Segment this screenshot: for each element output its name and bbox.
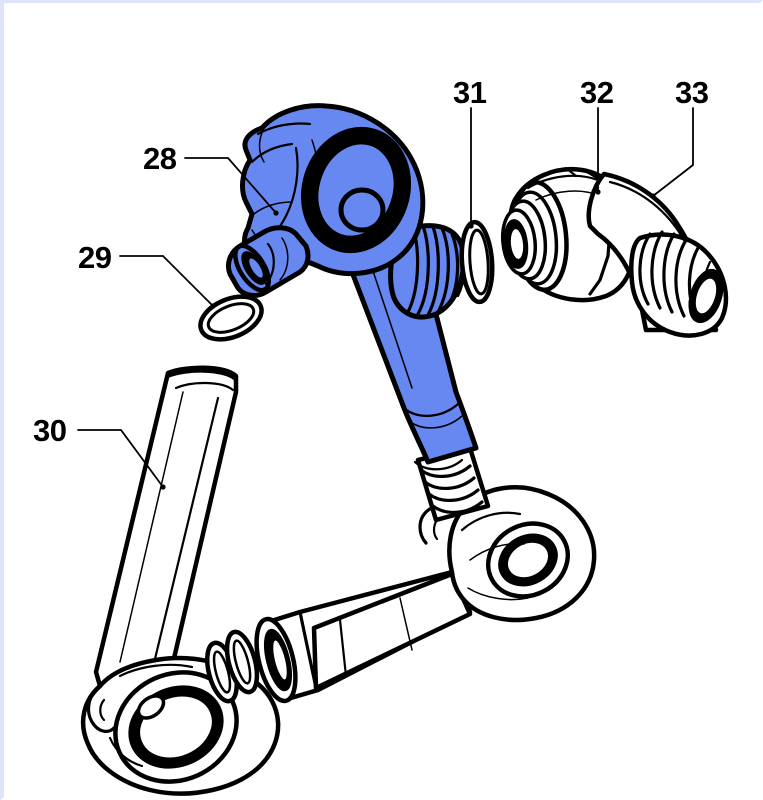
leader-dot-28 <box>273 210 279 216</box>
part-31-sealing-washer-ring <box>459 219 495 305</box>
leader-dot-32 <box>595 189 601 195</box>
callout-label-32: 32 <box>580 75 614 110</box>
leader-dot-30 <box>160 484 166 490</box>
callout-leader-lines <box>77 107 694 490</box>
leader-line-29 <box>119 255 214 307</box>
callout-label-31: 31 <box>453 75 487 110</box>
leader-line-28 <box>184 157 277 214</box>
leader-dot-31 <box>468 223 474 229</box>
part-28-highlighted-elbow-housing <box>225 103 479 465</box>
leader-line-30 <box>77 429 164 488</box>
leader-line-33 <box>652 107 694 197</box>
callout-label-29: 29 <box>78 240 112 275</box>
leader-dot-33 <box>650 193 656 199</box>
lower-threaded-neck <box>413 445 491 523</box>
lower-right-eye-housing <box>418 485 597 623</box>
callout-label-28: 28 <box>143 141 177 176</box>
part-29-o-ring-seal <box>198 294 264 342</box>
lower-horizontal-pipe <box>204 569 473 704</box>
leader-dot-29 <box>210 303 216 309</box>
lower-left-elbow-housing <box>80 655 281 796</box>
part-33-threaded-elbow-adapter <box>586 171 729 338</box>
callout-label-30: 30 <box>33 413 67 448</box>
callout-label-33: 33 <box>675 75 709 110</box>
